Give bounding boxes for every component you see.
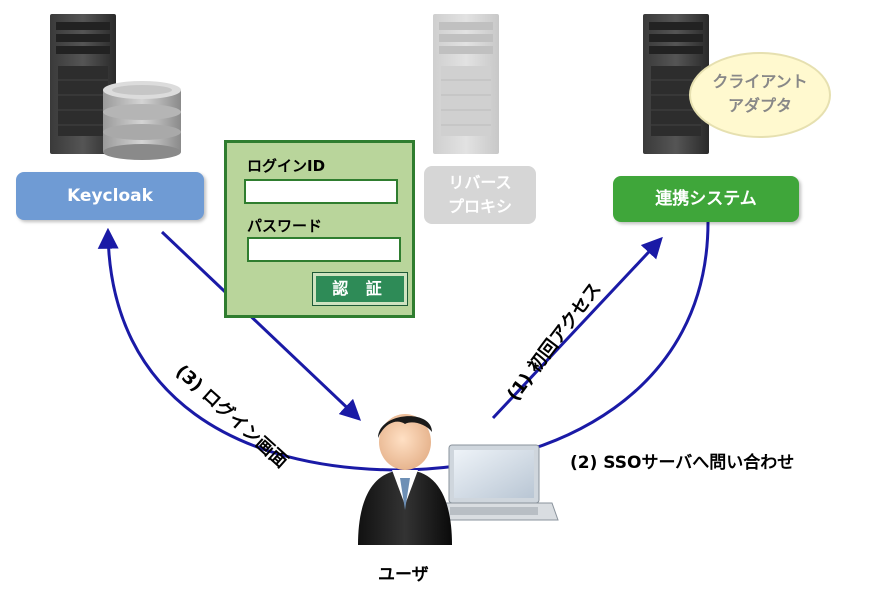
reverse-proxy-label-line2: プロキシ [447, 197, 512, 216]
keycloak-server-icon [50, 14, 116, 154]
login-id-label: ログインID [247, 157, 326, 175]
keycloak-label: Keycloak [67, 186, 153, 206]
step2-label: (2) SSOサーバへ問い合わせ [570, 453, 795, 473]
reverse-proxy-label-line1: リバース [448, 173, 512, 192]
database-icon [103, 81, 181, 160]
arrow-first-access [491, 236, 663, 420]
reverse-proxy-box: リバース プロキシ [424, 166, 536, 224]
keycloak-box: Keycloak [16, 172, 204, 220]
client-adapter-bubble [689, 52, 831, 138]
client-adapter-label-line1: クライアント [712, 72, 808, 91]
login-id-input[interactable] [244, 179, 398, 204]
sso-system-box: 連携システム [613, 176, 799, 222]
sso-system-label: 連携システム [655, 189, 757, 209]
password-input[interactable] [247, 237, 401, 262]
laptop-icon [429, 444, 559, 521]
arrow-sso-inquiry [97, 221, 710, 472]
reverse-proxy-server-icon [433, 14, 499, 154]
sso-system-server-icon [643, 14, 709, 154]
client-adapter-label: クライアント アダプタ [690, 70, 830, 118]
login-form: ログインID パスワード 認 証 [224, 140, 415, 318]
client-adapter-label-line2: アダプタ [727, 96, 792, 115]
arrow-login-screen [160, 230, 362, 421]
auth-button[interactable]: 認 証 [312, 272, 408, 306]
password-label: パスワード [247, 217, 323, 235]
user-icon [358, 414, 452, 545]
user-label: ユーザ [378, 565, 429, 585]
